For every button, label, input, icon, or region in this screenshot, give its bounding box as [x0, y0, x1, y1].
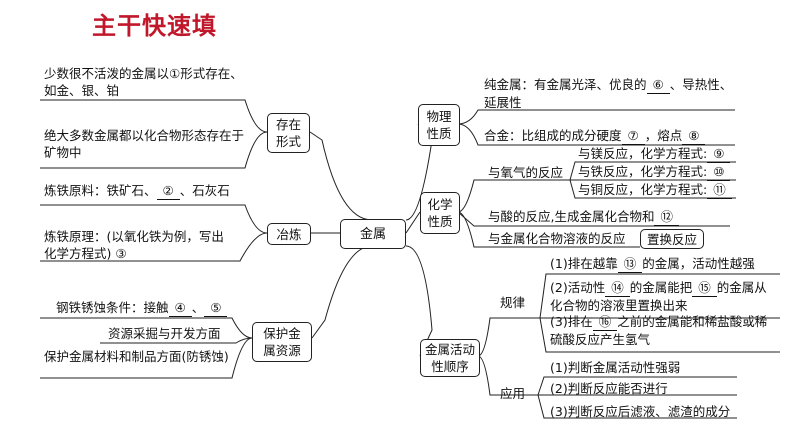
protection-rust-text: 钢铁锈蚀条件：接触 [56, 300, 169, 315]
node-chemical: 化学性质 [420, 192, 460, 234]
center-node-metal: 金属 [340, 219, 406, 249]
node-smelting: 冶炼 [267, 223, 311, 245]
chemical-oxygen-text: 与氧气的反应 [488, 165, 564, 180]
physical-pure-text: 纯金属：有金属光泽、优良的 [484, 77, 647, 92]
blank-5: ⑤ [204, 299, 228, 317]
node-displacement: 置换反应 [640, 229, 704, 249]
chemical-cu-text: 与铜反应，化学方程式: [578, 182, 708, 197]
center-label: 金属 [359, 226, 386, 242]
chemical-salt: 与金属化合物溶液的反应 [488, 230, 626, 247]
node-protection-label: 保护金属资源 [263, 326, 301, 358]
blank-11: ⑪ [707, 181, 732, 199]
page-title: 主干快速填 [92, 12, 217, 40]
app-3: (3)判断反应后滤液、滤渣的成分 [550, 403, 730, 420]
blank-10: ⑩ [707, 163, 731, 181]
rule-2-mid: 的金属能把 [629, 280, 693, 295]
protection-rust-sep: 、 [191, 300, 205, 315]
protection-materials-text: 保护金属材料和制品方面(防锈蚀) [44, 349, 229, 364]
app-2: (2)判断反应能否进行 [550, 380, 668, 397]
chemical-salt-text: 与金属化合物溶液的反应 [488, 231, 626, 246]
activity-application-label: 应用 [500, 386, 526, 401]
smelting-principle-text: 炼铁原理：(以氧化铁为例，写出化学方程式) [44, 229, 224, 261]
chemical-cu: 与铜反应，化学方程式:⑪ [578, 181, 732, 199]
existence-item-1: 少数很不活泼的金属以①形式存在、如金、银、铂 [44, 65, 254, 99]
rule-2-after: 的金属从化合物的溶液里置换出来 [550, 280, 767, 313]
app-1-text: (1)判断金属活动性强弱 [550, 360, 681, 375]
node-existence: 存在形式 [267, 113, 310, 153]
node-chemical-label: 化学性质 [427, 197, 453, 229]
chemical-mg-text: 与镁反应，化学方程式: [578, 146, 708, 161]
activity-rules-label: 规律 [500, 295, 526, 310]
physical-alloy-text: 合金：比组成的成分硬度 [484, 128, 622, 143]
blank-2: ② [156, 182, 180, 200]
blank-13: ⑬ [617, 255, 643, 273]
existence-item-1-text: 少数很不活泼的金属以 [44, 66, 170, 81]
activity-rules: 规律 [500, 294, 525, 311]
blank-8: ⑧ [682, 127, 706, 145]
protection-mining: 资源采掘与开发方面 [108, 325, 221, 342]
rule-3-text: (3)排在 [550, 314, 593, 329]
rule-1-after: 的金属，活动性越强 [642, 256, 755, 271]
blank-15: ⑮ [692, 279, 717, 297]
protection-mining-text: 资源采掘与开发方面 [108, 326, 221, 341]
node-activity-label: 金属活动性顺序 [424, 342, 475, 374]
blank-9: ⑨ [707, 145, 731, 163]
blank-4: ④ [168, 299, 192, 317]
rule-2-text: (2)活动性 [550, 280, 606, 295]
blank-3: ③ [115, 246, 127, 261]
chemical-fe-text: 与铁反应，化学方程式: [578, 164, 708, 179]
smelting-material-text: 炼铁原料：铁矿石、 [44, 183, 157, 198]
node-activity: 金属活动性顺序 [420, 339, 480, 377]
node-existence-label: 存在形式 [275, 117, 301, 149]
smelting-principle: 炼铁原理：(以氧化铁为例，写出化学方程式)③ [44, 228, 234, 262]
blank-12: ⑫ [654, 208, 679, 226]
physical-pure-after: 、导热性、延展性 [484, 77, 733, 110]
node-smelting-label: 冶炼 [276, 226, 302, 242]
blank-7: ⑦ [621, 127, 645, 145]
chemical-mg: 与镁反应，化学方程式:⑨ [578, 145, 731, 163]
smelting-material-after: 、石灰石 [179, 183, 230, 198]
protection-materials: 保护金属材料和制品方面(防锈蚀) [44, 348, 244, 365]
chemical-fe: 与铁反应，化学方程式:⑩ [578, 163, 731, 181]
app-2-text: (2)判断反应能否进行 [550, 381, 668, 396]
existence-item-2: 绝大多数金属都以化合物形态存在于矿物中 [44, 127, 254, 161]
smelting-material: 炼铁原料：铁矿石、②、石灰石 [44, 182, 230, 200]
chemical-oxygen: 与氧气的反应 [488, 164, 563, 181]
app-1: (1)判断金属活动性强弱 [550, 359, 680, 376]
existence-item-1-after: 形式存在、如金、银、铂 [44, 66, 243, 98]
app-3-text: (3)判断反应后滤液、滤渣的成分 [550, 404, 731, 419]
rule-3-after: 之前的金属能和稀盐酸或稀硫酸反应产生氢气 [550, 314, 768, 347]
node-protection: 保护金属资源 [252, 322, 312, 362]
blank-16: ⑯ [592, 313, 618, 331]
blank-1: ① [169, 66, 181, 81]
chemical-acid-text: 与酸的反应,生成金属化合物和 [488, 209, 655, 224]
existence-item-2-text: 绝大多数金属都以化合物形态存在于矿物中 [44, 128, 245, 160]
node-physical-label: 物理性质 [426, 109, 452, 141]
blank-6: ⑥ [646, 76, 670, 94]
node-physical: 物理性质 [418, 104, 460, 146]
physical-alloy-mid: ，熔点 [644, 128, 683, 143]
rule-1-text: (1)排在越靠 [550, 256, 618, 271]
blank-14: ⑭ [605, 279, 630, 297]
activity-application: 应用 [500, 385, 525, 402]
node-displacement-label: 置换反应 [646, 231, 697, 247]
